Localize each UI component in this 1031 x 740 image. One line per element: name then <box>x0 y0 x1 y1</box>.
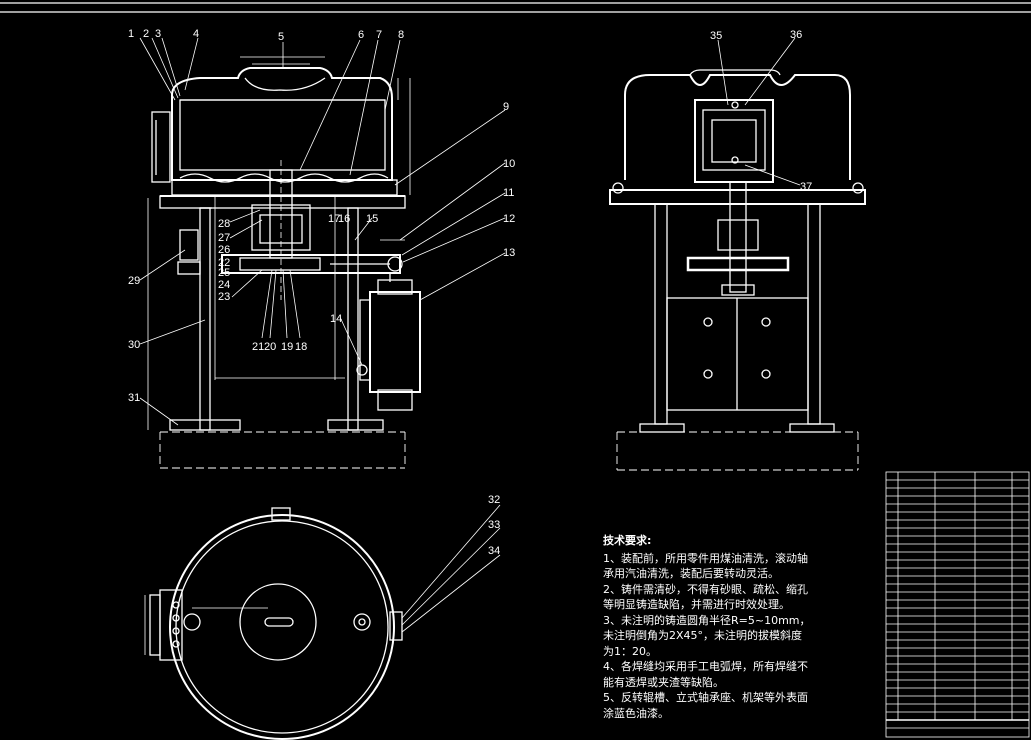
label-31: 31 <box>128 392 140 404</box>
requirement-1: 1、装配前，所用零件用煤油清洗，滚动轴承用汽油清洗，装配后要转动灵活。 <box>603 551 808 581</box>
label-36: 36 <box>790 29 802 41</box>
label-10: 10 <box>503 158 515 170</box>
label-20: 20 <box>264 341 276 353</box>
requirement-3: 3、未注明的铸造圆角半径R=5~10mm，未注明倒角为2X45°，未注明的拔模斜… <box>603 613 811 658</box>
requirement-2: 2、铸件需清砂，不得有砂眼、疏松、缩孔等明显铸造缺陷，并需进行时效处理。 <box>603 582 808 612</box>
label-17: 17 <box>328 213 340 225</box>
top-view <box>144 504 501 740</box>
label-13: 13 <box>503 247 515 259</box>
label-30: 30 <box>128 339 140 351</box>
label-1: 1 <box>128 28 134 40</box>
label-11: 11 <box>503 187 514 199</box>
label-5: 5 <box>278 31 284 43</box>
label-32: 32 <box>488 494 500 506</box>
technical-requirements: 技术要求: 1、装配前，所用零件用煤油清洗，滚动轴承用汽油清洗，装配后要转动灵活… <box>603 533 813 721</box>
label-4: 4 <box>193 28 199 40</box>
label-35: 35 <box>710 30 722 42</box>
label-15: 15 <box>366 213 378 225</box>
label-14: 14 <box>330 313 342 325</box>
label-8: 8 <box>398 29 404 41</box>
label-25: 25 <box>218 267 230 279</box>
side-view-labels: 35 36 37 <box>710 29 812 193</box>
label-7: 7 <box>376 29 382 41</box>
top-view-labels: 32 33 34 <box>488 494 500 557</box>
label-21: 21 <box>252 341 264 353</box>
label-2: 2 <box>143 28 149 40</box>
technical-requirements-title: 技术要求: <box>603 534 652 547</box>
side-view <box>609 37 866 471</box>
label-26: 26 <box>218 244 230 256</box>
label-37: 37 <box>800 181 812 193</box>
label-28: 28 <box>218 218 230 230</box>
label-3: 3 <box>155 28 161 40</box>
label-22: 22 <box>218 257 230 269</box>
label-18: 18 <box>295 341 307 353</box>
label-16: 16 <box>338 213 350 225</box>
parts-list-table <box>885 471 1030 738</box>
requirement-4: 4、各焊缝均采用手工电弧焊，所有焊缝不能有透焊或夹渣等缺陷。 <box>603 660 808 689</box>
label-19: 19 <box>281 341 293 353</box>
label-27: 27 <box>218 232 230 244</box>
label-12: 12 <box>503 213 515 225</box>
label-23: 23 <box>218 291 230 303</box>
label-29: 29 <box>128 275 140 287</box>
label-33: 33 <box>488 519 500 531</box>
label-6: 6 <box>358 29 364 41</box>
requirement-5: 5、反转辊槽、立式轴承座、机架等外表面涂蓝色油漆。 <box>603 691 808 720</box>
label-24: 24 <box>218 279 230 291</box>
front-view-labels: 1 2 3 4 5 6 7 8 9 10 11 12 13 14 15 16 1… <box>128 28 515 404</box>
label-34: 34 <box>488 545 500 557</box>
label-9: 9 <box>503 101 509 113</box>
front-view <box>139 37 506 469</box>
